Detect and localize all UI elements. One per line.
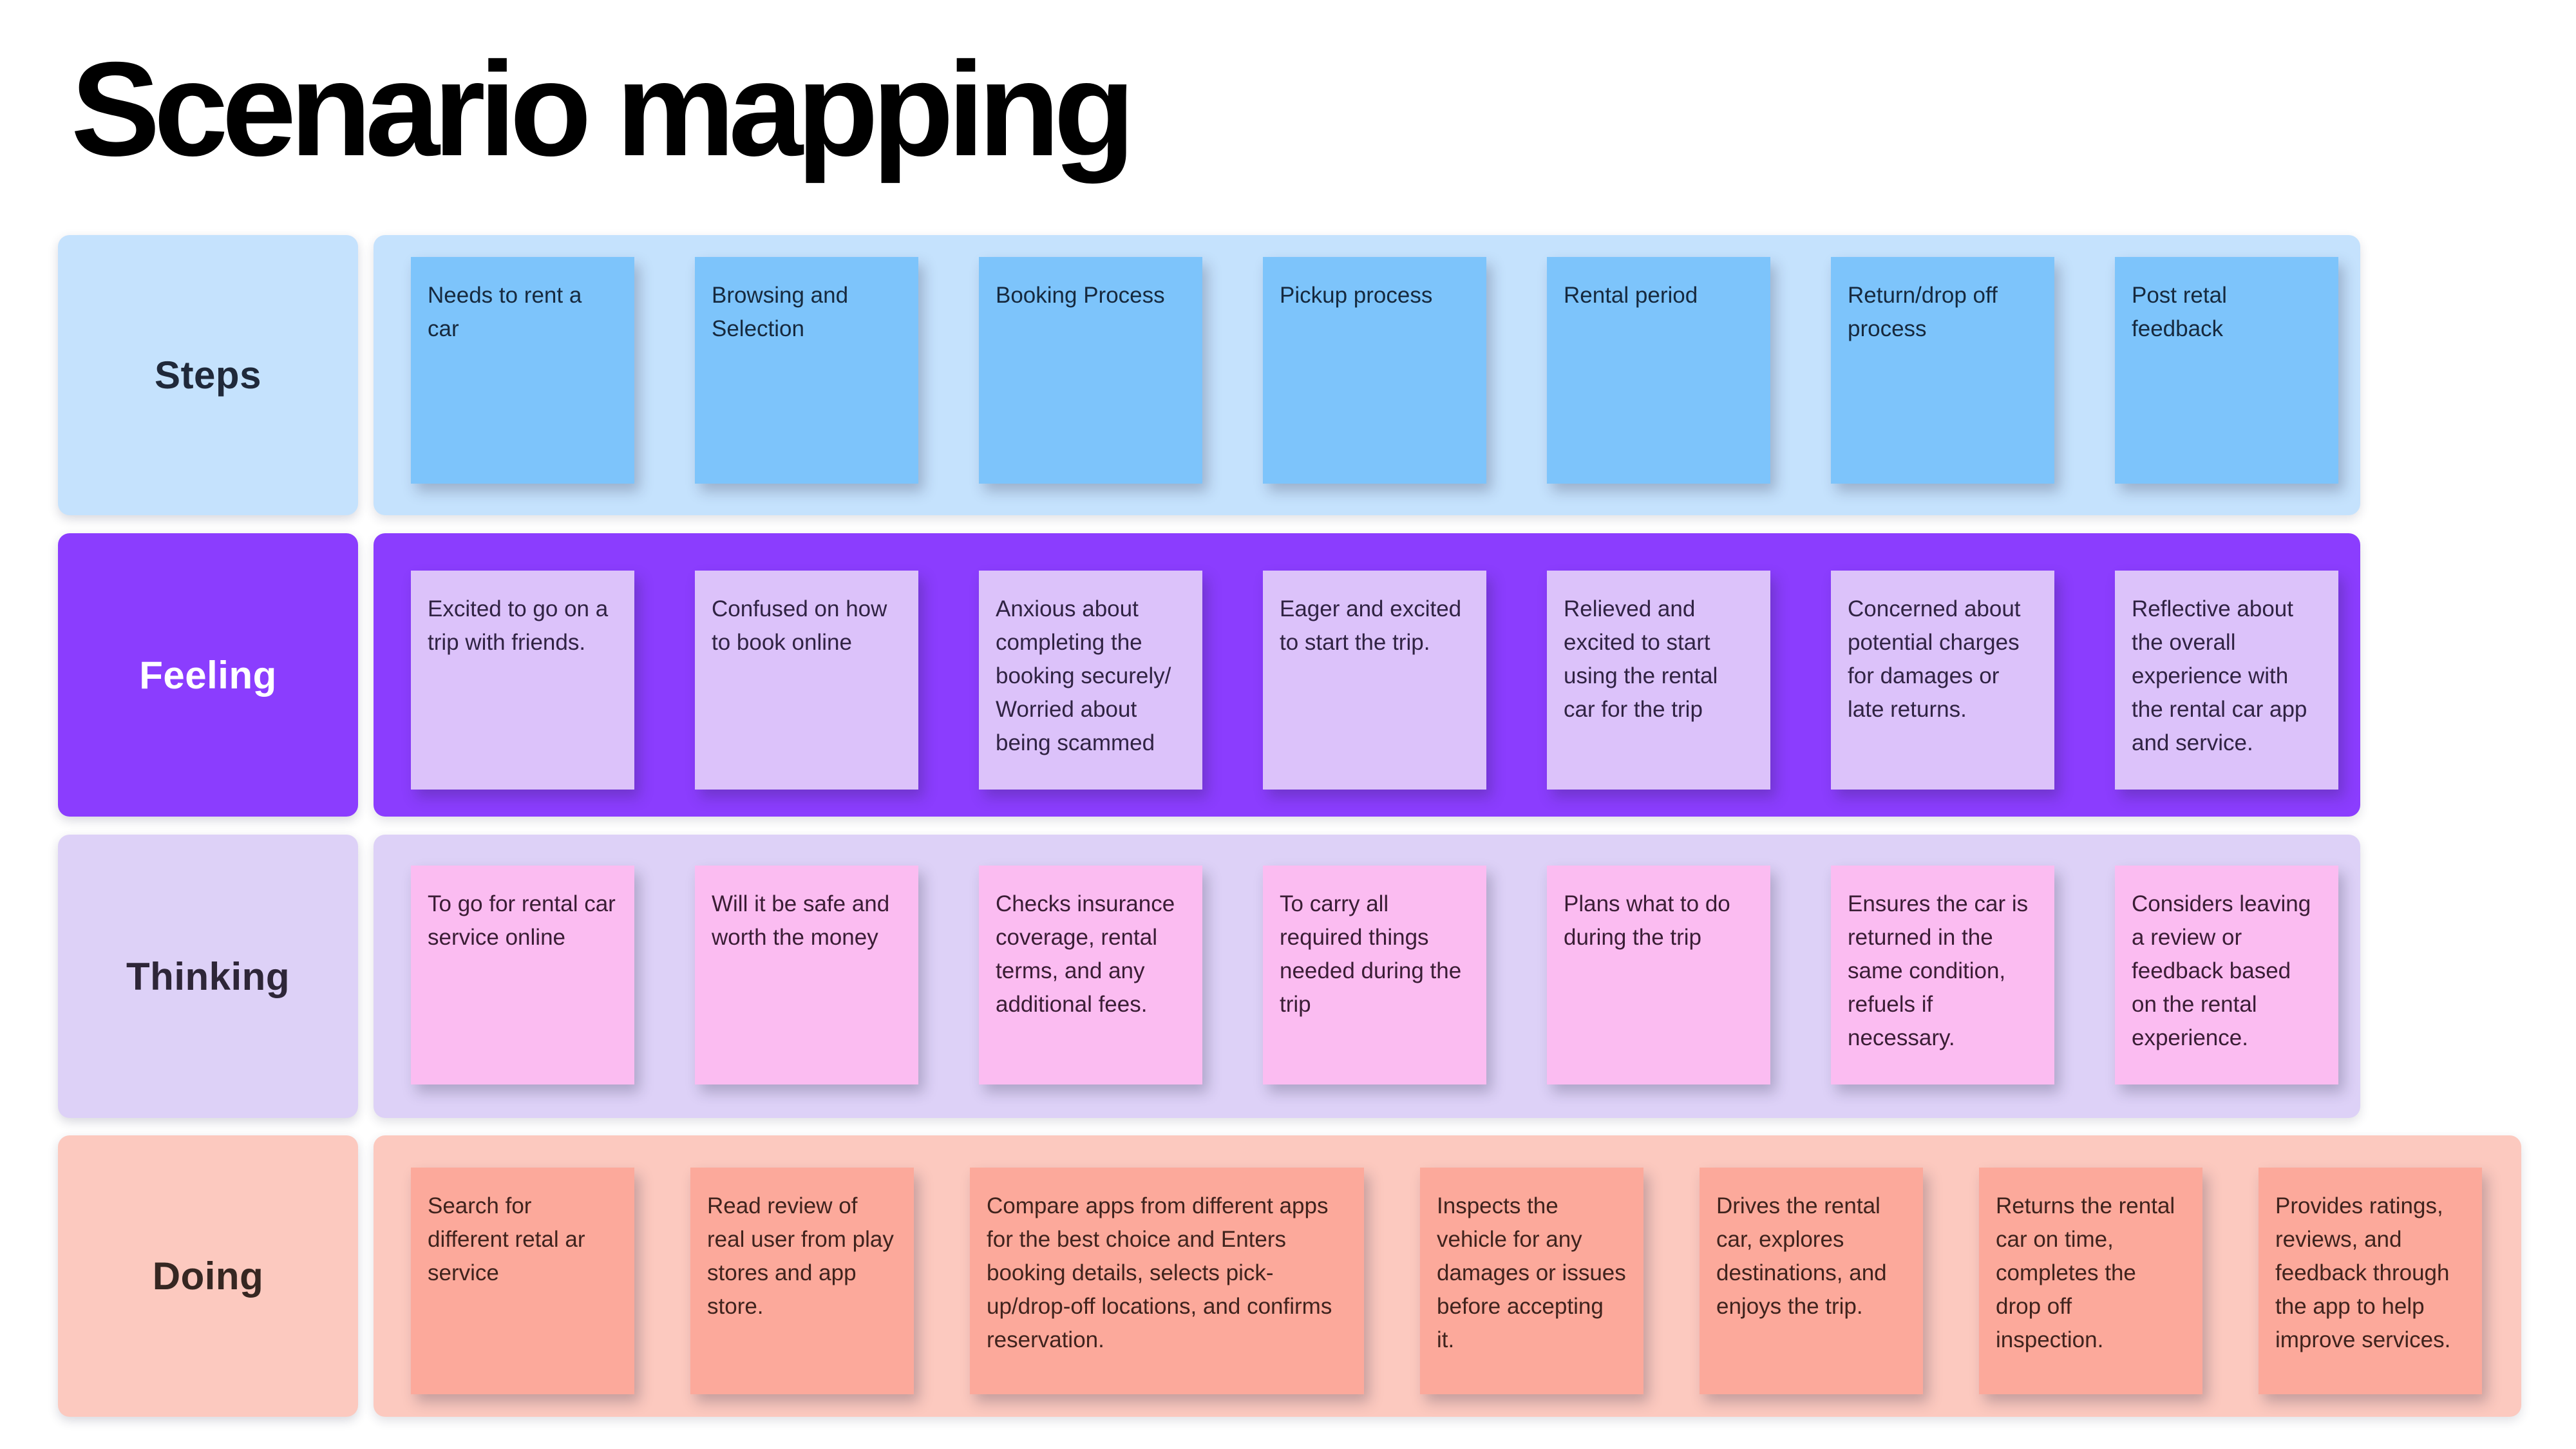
row-label-card-doing[interactable]: Doing <box>58 1135 358 1417</box>
sticky-note-text: Provides ratings, reviews, and feedback … <box>2275 1193 2451 1352</box>
sticky-note-text: Returns the rental car on time, complete… <box>1996 1193 2175 1352</box>
sticky-note[interactable]: Compare apps from different apps for the… <box>970 1168 1364 1394</box>
sticky-note-text: Post retal feedback <box>2132 283 2227 341</box>
sticky-note[interactable]: Plans what to do during the trip <box>1547 866 1770 1084</box>
sticky-note[interactable]: Provides ratings, reviews, and feedback … <box>2259 1168 2482 1394</box>
row-label-card-feeling[interactable]: Feeling <box>58 533 358 817</box>
sticky-note-text: Return/drop off process <box>1848 283 1998 341</box>
sticky-note-text: To go for rental car service online <box>428 891 616 950</box>
sticky-note[interactable]: Needs to rent a car <box>411 257 634 484</box>
sticky-note[interactable]: Checks insurance coverage, rental terms,… <box>979 866 1202 1084</box>
sticky-note-text: Relieved and excited to start using the … <box>1564 596 1718 722</box>
row-track-doing[interactable]: Search for different retal ar service Re… <box>374 1135 2521 1417</box>
sticky-note[interactable]: Read review of real user from play store… <box>690 1168 914 1394</box>
sticky-note[interactable]: Browsing and Selection <box>695 257 918 484</box>
scenario-row-doing: Doing Search for different retal ar serv… <box>0 1135 2576 1417</box>
sticky-note[interactable]: Will it be safe and worth the money <box>695 866 918 1084</box>
scenario-row-steps: Steps Needs to rent a car Browsing and S… <box>0 235 2576 515</box>
sticky-note-text: Search for different retal ar service <box>428 1193 585 1285</box>
row-track-steps[interactable]: Needs to rent a car Browsing and Selecti… <box>374 235 2360 515</box>
sticky-note-text: Inspects the vehicle for any damages or … <box>1437 1193 1626 1352</box>
sticky-note-text: Drives the rental car, explores destinat… <box>1716 1193 1887 1319</box>
sticky-note-text: Considers leaving a review or feedback b… <box>2132 891 2311 1050</box>
sticky-note[interactable]: Search for different retal ar service <box>411 1168 634 1394</box>
sticky-note-text: Excited to go on a trip with friends. <box>428 596 609 655</box>
sticky-note[interactable]: Return/drop off process <box>1831 257 2054 484</box>
sticky-note-text: Rental period <box>1564 283 1698 308</box>
sticky-note[interactable]: Ensures the car is returned in the same … <box>1831 866 2054 1084</box>
sticky-note-text: Ensures the car is returned in the same … <box>1848 891 2029 1050</box>
sticky-note-text: Browsing and Selection <box>712 283 849 341</box>
sticky-note[interactable]: Eager and excited to start the trip. <box>1263 571 1486 790</box>
sticky-note[interactable]: To carry all required things needed duri… <box>1263 866 1486 1084</box>
sticky-note-text: Will it be safe and worth the money <box>712 891 890 950</box>
sticky-note-text: Eager and excited to start the trip. <box>1280 596 1462 655</box>
sticky-note-text: Reflective about the overall experience … <box>2132 596 2307 755</box>
row-label: Doing <box>152 1255 264 1298</box>
sticky-note-text: Needs to rent a car <box>428 283 582 341</box>
sticky-note[interactable]: Drives the rental car, explores destinat… <box>1700 1168 1923 1394</box>
sticky-note-text: Anxious about completing the booking sec… <box>996 596 1171 755</box>
row-track-feeling[interactable]: Excited to go on a trip with friends. Co… <box>374 533 2360 817</box>
sticky-note[interactable]: Post retal feedback <box>2115 257 2338 484</box>
scenario-row-feeling: Feeling Excited to go on a trip with fri… <box>0 533 2576 817</box>
sticky-note[interactable]: Considers leaving a review or feedback b… <box>2115 866 2338 1084</box>
sticky-note-text: Pickup process <box>1280 283 1433 308</box>
sticky-note-text: Read review of real user from play store… <box>707 1193 894 1319</box>
scenario-row-thinking: Thinking To go for rental car service on… <box>0 835 2576 1118</box>
sticky-note[interactable]: Reflective about the overall experience … <box>2115 571 2338 790</box>
sticky-note[interactable]: Returns the rental car on time, complete… <box>1979 1168 2202 1394</box>
row-label: Thinking <box>126 954 290 998</box>
row-label: Steps <box>155 354 261 397</box>
sticky-note[interactable]: Pickup process <box>1263 257 1486 484</box>
sticky-note-text: Booking Process <box>996 283 1165 308</box>
sticky-note[interactable]: Booking Process <box>979 257 1202 484</box>
sticky-note[interactable]: Inspects the vehicle for any damages or … <box>1420 1168 1643 1394</box>
row-label-card-thinking[interactable]: Thinking <box>58 835 358 1118</box>
page-title[interactable]: Scenario mapping <box>71 35 1135 184</box>
sticky-note[interactable]: Confused on how to book online <box>695 571 918 790</box>
sticky-note[interactable]: To go for rental car service online <box>411 866 634 1084</box>
sticky-note-text: Concerned about potential charges for da… <box>1848 596 2021 722</box>
sticky-note-text: Checks insurance coverage, rental terms,… <box>996 891 1175 1017</box>
sticky-note[interactable]: Relieved and excited to start using the … <box>1547 571 1770 790</box>
sticky-note[interactable]: Excited to go on a trip with friends. <box>411 571 634 790</box>
sticky-note-text: Plans what to do during the trip <box>1564 891 1730 950</box>
sticky-note[interactable]: Concerned about potential charges for da… <box>1831 571 2054 790</box>
sticky-note-text: Confused on how to book online <box>712 596 887 655</box>
row-label-card-steps[interactable]: Steps <box>58 235 358 515</box>
row-track-thinking[interactable]: To go for rental car service online Will… <box>374 835 2360 1118</box>
sticky-note-text: To carry all required things needed duri… <box>1280 891 1462 1017</box>
row-label: Feeling <box>139 653 277 697</box>
sticky-note[interactable]: Rental period <box>1547 257 1770 484</box>
sticky-note-text: Compare apps from different apps for the… <box>987 1193 1332 1352</box>
sticky-note[interactable]: Anxious about completing the booking sec… <box>979 571 1202 790</box>
